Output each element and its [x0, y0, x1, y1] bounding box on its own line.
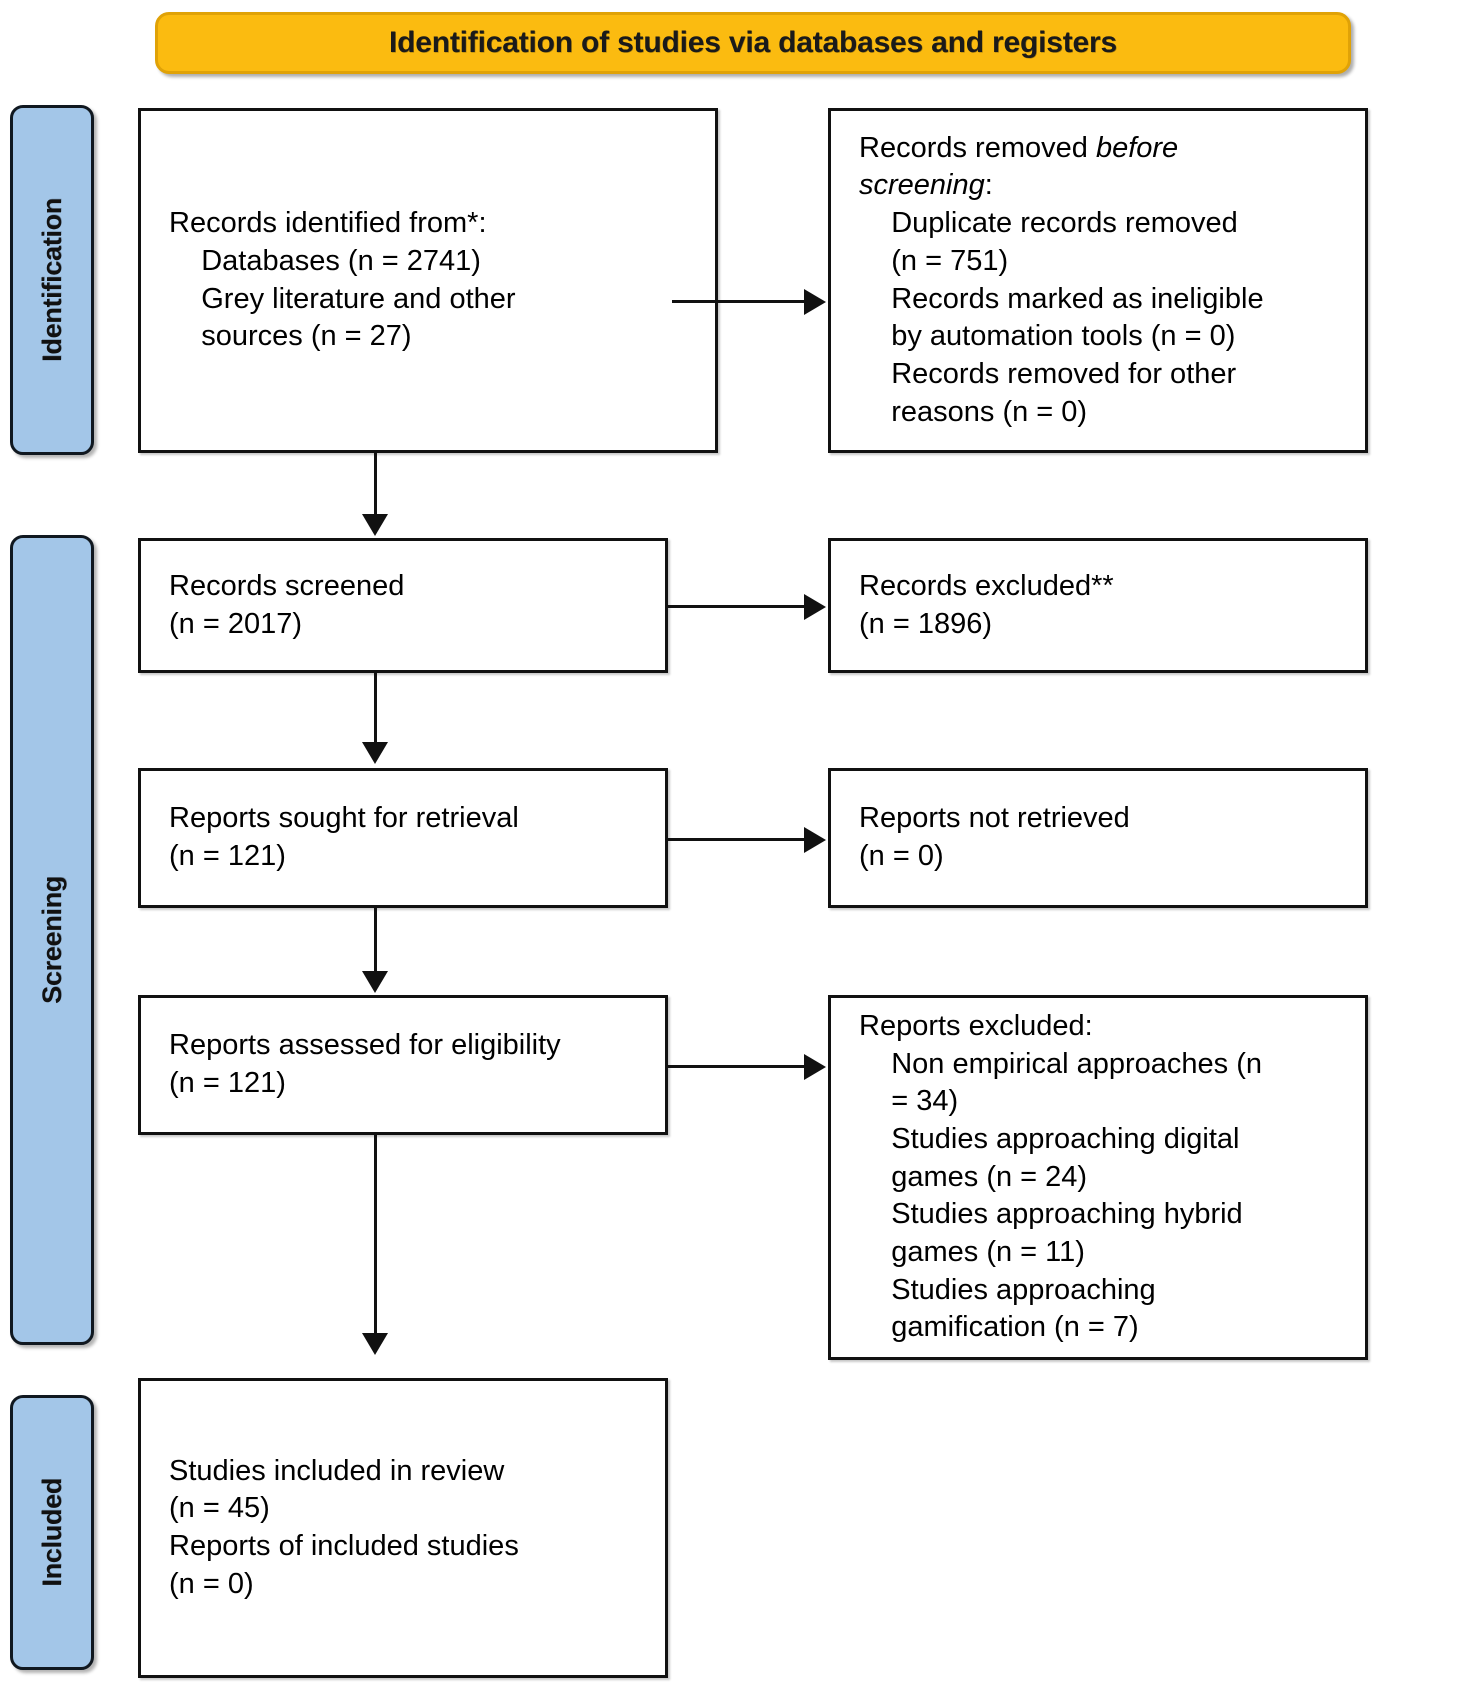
- box-records-removed-before-screening: Records removed before screening: Duplic…: [828, 108, 1368, 453]
- box-records-identified-text: Records identified from*: Databases (n =…: [169, 207, 516, 353]
- arrow-right-icon-assessed-to-reports-excluded: [804, 1054, 826, 1080]
- arrow-right-icon-sought-to-not-retrieved: [804, 827, 826, 853]
- connector-identified-to-removed: [672, 300, 806, 303]
- connector-identified-to-screened: [374, 453, 377, 517]
- box-records-excluded: Records excluded** (n = 1896): [828, 538, 1368, 673]
- removed-line1-italic: before: [1095, 131, 1179, 164]
- stage-label-screening-text: Screening: [36, 876, 67, 1004]
- connector-assessed-to-included: [374, 1135, 377, 1335]
- connector-screened-to-excluded: [668, 605, 806, 608]
- arrow-down-icon-assessed-to-included: [362, 1333, 388, 1355]
- box-studies-included-in-review: Studies included in review (n = 45) Repo…: [138, 1378, 668, 1678]
- box-reports-assessed-text: Reports assessed for eligibility (n = 12…: [169, 1029, 561, 1099]
- removed-rest: Duplicate records removed (n = 751) Reco…: [891, 207, 1264, 428]
- arrow-down-icon-identified-to-screened: [362, 514, 388, 536]
- connector-sought-to-assessed: [374, 908, 377, 974]
- phase-banner: Identification of studies via databases …: [155, 12, 1351, 74]
- stage-label-included: Included: [10, 1395, 94, 1670]
- connector-screened-to-sought: [374, 673, 377, 745]
- removed-line2-italic: screening: [859, 169, 985, 202]
- stage-label-screening: Screening: [10, 535, 94, 1345]
- arrow-down-icon-screened-to-sought: [362, 742, 388, 764]
- box-reports-not-retrieved: Reports not retrieved (n = 0): [828, 768, 1368, 908]
- box-records-identified: Records identified from*: Databases (n =…: [138, 108, 718, 453]
- box-reports-assessed-for-eligibility: Reports assessed for eligibility (n = 12…: [138, 995, 668, 1135]
- phase-banner-title: Identification of studies via databases …: [389, 26, 1117, 59]
- arrow-right-icon-identified-to-removed: [804, 289, 826, 315]
- box-reports-sought-text: Reports sought for retrieval (n = 121): [169, 802, 519, 872]
- box-records-removed-text: Records removed before screening: Duplic…: [859, 130, 1264, 432]
- arrow-right-icon-screened-to-excluded: [804, 594, 826, 620]
- box-reports-excluded-text: Reports excluded: Non empirical approach…: [859, 1009, 1262, 1344]
- box-records-excluded-text: Records excluded** (n = 1896): [859, 569, 1114, 640]
- arrow-down-icon-sought-to-assessed: [362, 971, 388, 993]
- connector-assessed-to-reports-excluded: [668, 1065, 806, 1068]
- removed-line1-plain: Records removed: [859, 131, 1096, 164]
- box-studies-included-text: Studies included in review (n = 45) Repo…: [169, 1454, 519, 1600]
- stage-label-included-text: Included: [36, 1478, 67, 1587]
- box-reports-sought-for-retrieval: Reports sought for retrieval (n = 121): [138, 768, 668, 908]
- box-reports-not-retrieved-text: Reports not retrieved (n = 0): [859, 802, 1130, 872]
- connector-sought-to-not-retrieved: [668, 838, 806, 841]
- stage-label-identification: Identification: [10, 105, 94, 455]
- stage-label-identification-text: Identification: [36, 198, 67, 362]
- removed-line2-plain: :: [984, 169, 993, 202]
- box-reports-excluded: Reports excluded: Non empirical approach…: [828, 995, 1368, 1360]
- box-records-screened-text: Records screened (n = 2017): [169, 569, 405, 640]
- box-records-screened: Records screened (n = 2017): [138, 538, 668, 673]
